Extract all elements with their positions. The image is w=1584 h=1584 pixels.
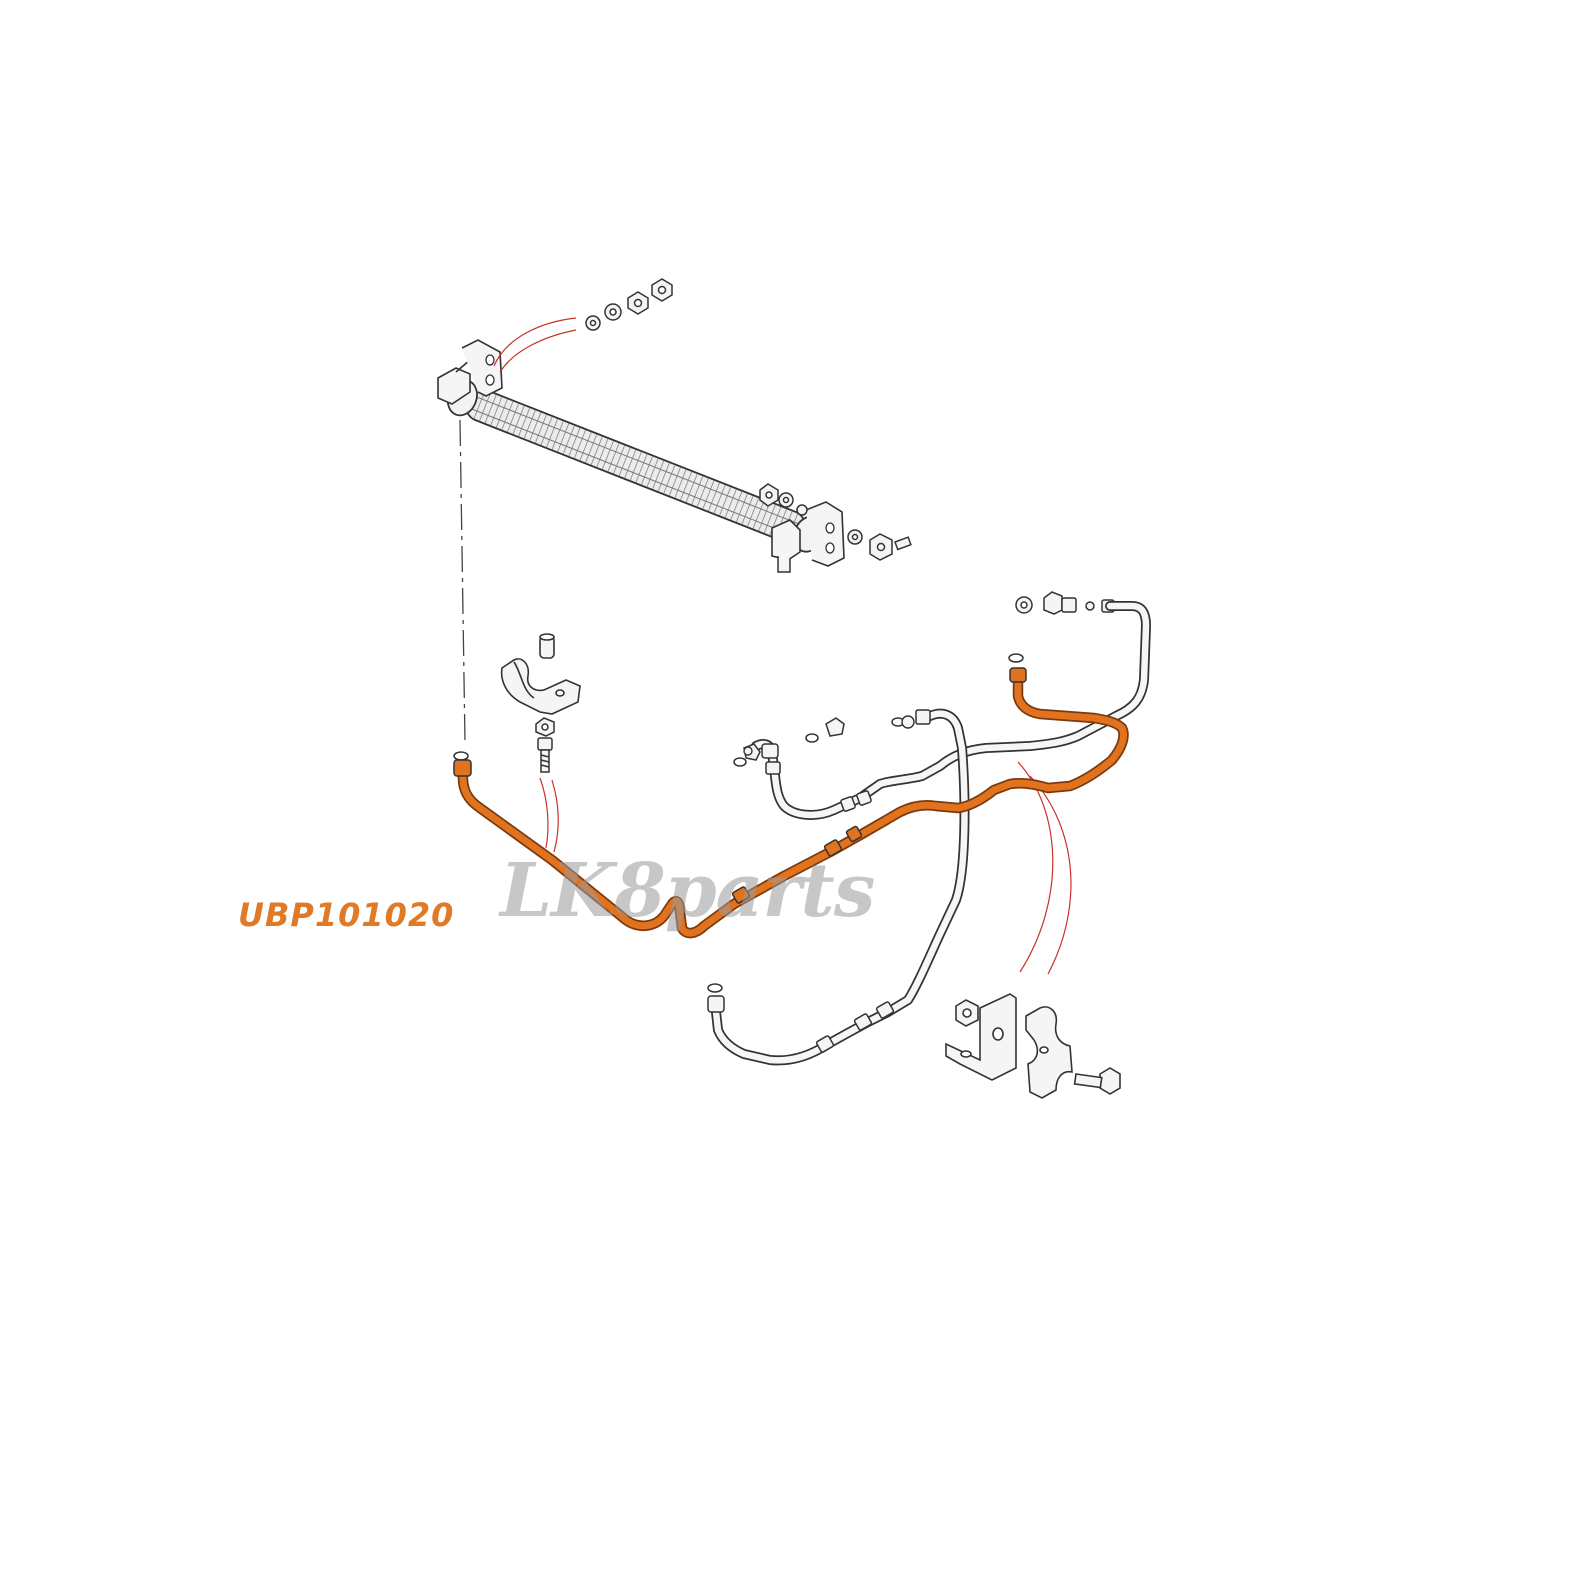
pipe-fittings: [453, 667, 1027, 1053]
watermark: LK8parts: [500, 848, 875, 934]
alignment-line: [459, 419, 466, 743]
highlighted-pipe-ubp101020: [457, 670, 1129, 939]
leader-lines: [493, 317, 1072, 975]
union-fittings-top-right: [453, 591, 1115, 993]
mid-fittings: [743, 715, 915, 756]
bracket-assembly: [945, 993, 1121, 1099]
gray-pipes: [711, 601, 1151, 1066]
right-fasteners: [759, 483, 912, 561]
part-number-label: UBP101020: [238, 896, 455, 934]
pipe-clamp-left: [500, 633, 581, 715]
top-fasteners: [585, 278, 673, 331]
oil-cooler: [437, 339, 845, 573]
bolt-left: [535, 717, 555, 773]
